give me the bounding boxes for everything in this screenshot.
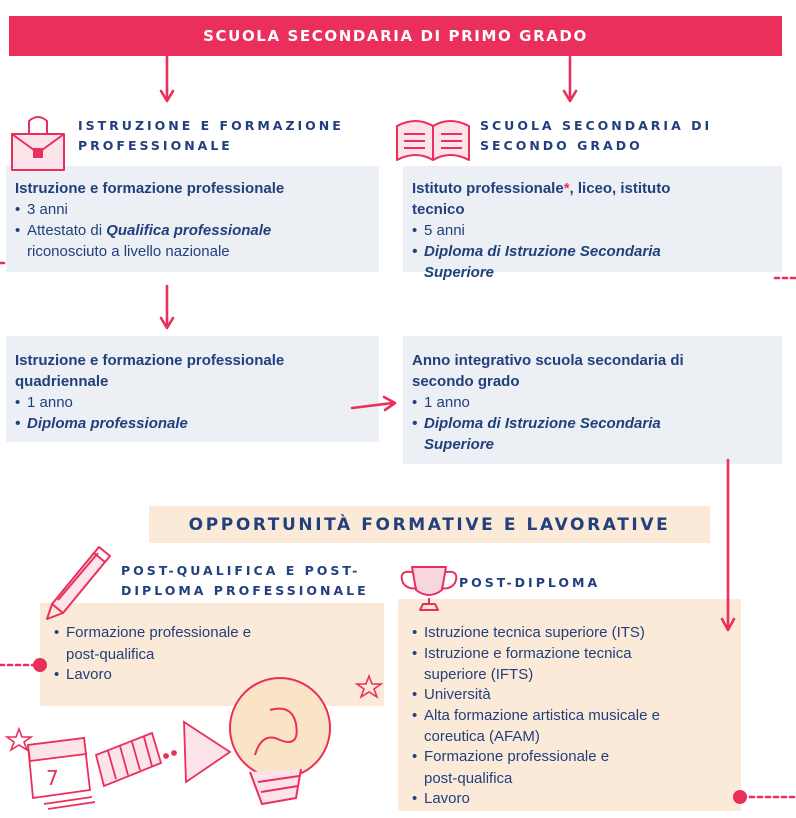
iefp-cert-cont: riconosciuto a livello nazionale	[27, 243, 230, 260]
banner-title: SCUOLA SECONDARIA DI PRIMO GRADO	[203, 27, 588, 45]
connector-dot-left	[33, 658, 47, 672]
calendar-day: 7	[46, 766, 59, 790]
iefp-title: Istruzione e formazione professionale	[15, 180, 285, 197]
post-dipl-item-cont: superiore (IFTS)	[424, 666, 534, 683]
ssg-title: Istituto professionale*, liceo, istituto	[412, 178, 772, 199]
ssg-title-part1: Istituto professionale	[412, 180, 564, 197]
post-dipl-title: POST-DIPLOMA	[459, 573, 600, 593]
arrow-banner-right	[562, 55, 578, 103]
star-icon	[4, 726, 34, 752]
ssg-star: *	[563, 180, 570, 197]
post-qual-item: Formazione professionale e	[54, 623, 374, 644]
right-section-title-line2: SECONDO GRADO	[480, 138, 643, 153]
opportunities-band: OPPORTUNITÀ FORMATIVE E LAVORATIVE	[149, 506, 710, 543]
quad-box: Istruzione e formazione professionale qu…	[6, 336, 379, 442]
primary-school-banner: SCUOLA SECONDARIA DI PRIMO GRADO	[9, 16, 782, 56]
post-dipl-box: Istruzione tecnica superiore (ITS) Istru…	[398, 599, 741, 811]
star-icon	[354, 673, 384, 699]
left-section-title-line1: ISTRUZIONE E FORMAZIONE	[78, 118, 344, 133]
connector-dot-right	[733, 790, 747, 804]
iefp-cert-prefix: Attestato di	[27, 222, 107, 239]
play-icon	[163, 720, 232, 784]
post-dipl-item: Lavoro	[412, 789, 731, 810]
arrow-iefp-quad	[159, 284, 175, 330]
trophy-icon	[400, 566, 458, 611]
right-section-title: SCUOLA SECONDARIA DI SECONDO GRADO	[480, 116, 712, 156]
open-book-icon	[396, 120, 470, 161]
arrow-quad-annual	[350, 395, 397, 412]
ssg-duration: 5 anni	[412, 220, 772, 241]
left-section-title: ISTRUZIONE E FORMAZIONE PROFESSIONALE	[78, 116, 344, 156]
post-dipl-item-cont: coreutica (AFAM)	[424, 728, 540, 745]
post-qual-title: POST-QUALIFICA E POST- DIPLOMA PROFESSIO…	[117, 561, 373, 601]
ssg-diploma: Diploma di Istruzione Secondaria	[412, 241, 772, 262]
post-dipl-item: Alta formazione artistica musicale e	[412, 706, 731, 727]
film-icon	[94, 731, 163, 788]
post-qual-box: Formazione professionale e post-qualific…	[40, 603, 384, 706]
quad-title-line2: quadriennale	[15, 373, 109, 390]
post-dipl-item: Istruzione tecnica superiore (ITS)	[412, 623, 731, 644]
iefp-certificate: Attestato di Qualifica professionale	[15, 220, 369, 241]
post-qual-item: Lavoro	[54, 665, 374, 686]
quad-diploma: Diploma professionale	[15, 413, 369, 434]
ssg-box: Istituto professionale*, liceo, istituto…	[403, 166, 782, 281]
annual-title-line1: Anno integrativo scuola secondaria di	[412, 352, 684, 369]
iefp-box: Istruzione e formazione professionale 3 …	[6, 166, 379, 272]
ssg-title-line2: tecnico	[412, 201, 465, 218]
post-dipl-item-cont: post-qualifica	[424, 769, 513, 787]
ssg-diploma-cont: Superiore	[424, 264, 495, 281]
post-dipl-title-text: POST-DIPLOMA	[459, 575, 601, 590]
iefp-duration: 3 anni	[15, 199, 369, 220]
opportunities-title: OPPORTUNITÀ FORMATIVE E LAVORATIVE	[188, 514, 671, 535]
annual-box: Anno integrativo scuola secondaria di se…	[403, 336, 782, 464]
ssg-title-part2: , liceo, istituto	[569, 180, 671, 197]
post-qual-title-line2: DIPLOMA PROFESSIONALE	[121, 583, 369, 598]
post-dipl-item: Università	[412, 685, 731, 706]
right-section-title-line1: SCUOLA SECONDARIA DI	[480, 118, 713, 133]
calendar-icon: 7	[26, 736, 96, 810]
post-dipl-item: Formazione professionale e	[412, 747, 731, 768]
pencil-icon	[46, 546, 111, 620]
iefp-cert-name: Qualifica professionale	[106, 222, 272, 239]
annual-diploma: Diploma di Istruzione Secondaria	[412, 413, 772, 434]
arrow-annual-postdipl	[720, 458, 736, 632]
left-section-title-line2: PROFESSIONALE	[78, 138, 233, 153]
post-qual-title-line1: POST-QUALIFICA E POST-	[121, 563, 361, 578]
quad-title-line1: Istruzione e formazione professionale	[15, 352, 285, 369]
arrow-banner-left	[159, 55, 175, 103]
lightbulb-icon	[229, 677, 331, 806]
quad-duration: 1 anno	[15, 392, 369, 413]
briefcase-icon	[11, 116, 65, 171]
annual-diploma-cont: Superiore	[424, 436, 495, 453]
post-qual-item-cont: post-qualifica	[66, 645, 155, 663]
annual-title-line2: secondo grado	[412, 373, 520, 390]
post-dipl-item: Istruzione e formazione tecnica	[412, 644, 731, 665]
annual-duration: 1 anno	[412, 392, 772, 413]
